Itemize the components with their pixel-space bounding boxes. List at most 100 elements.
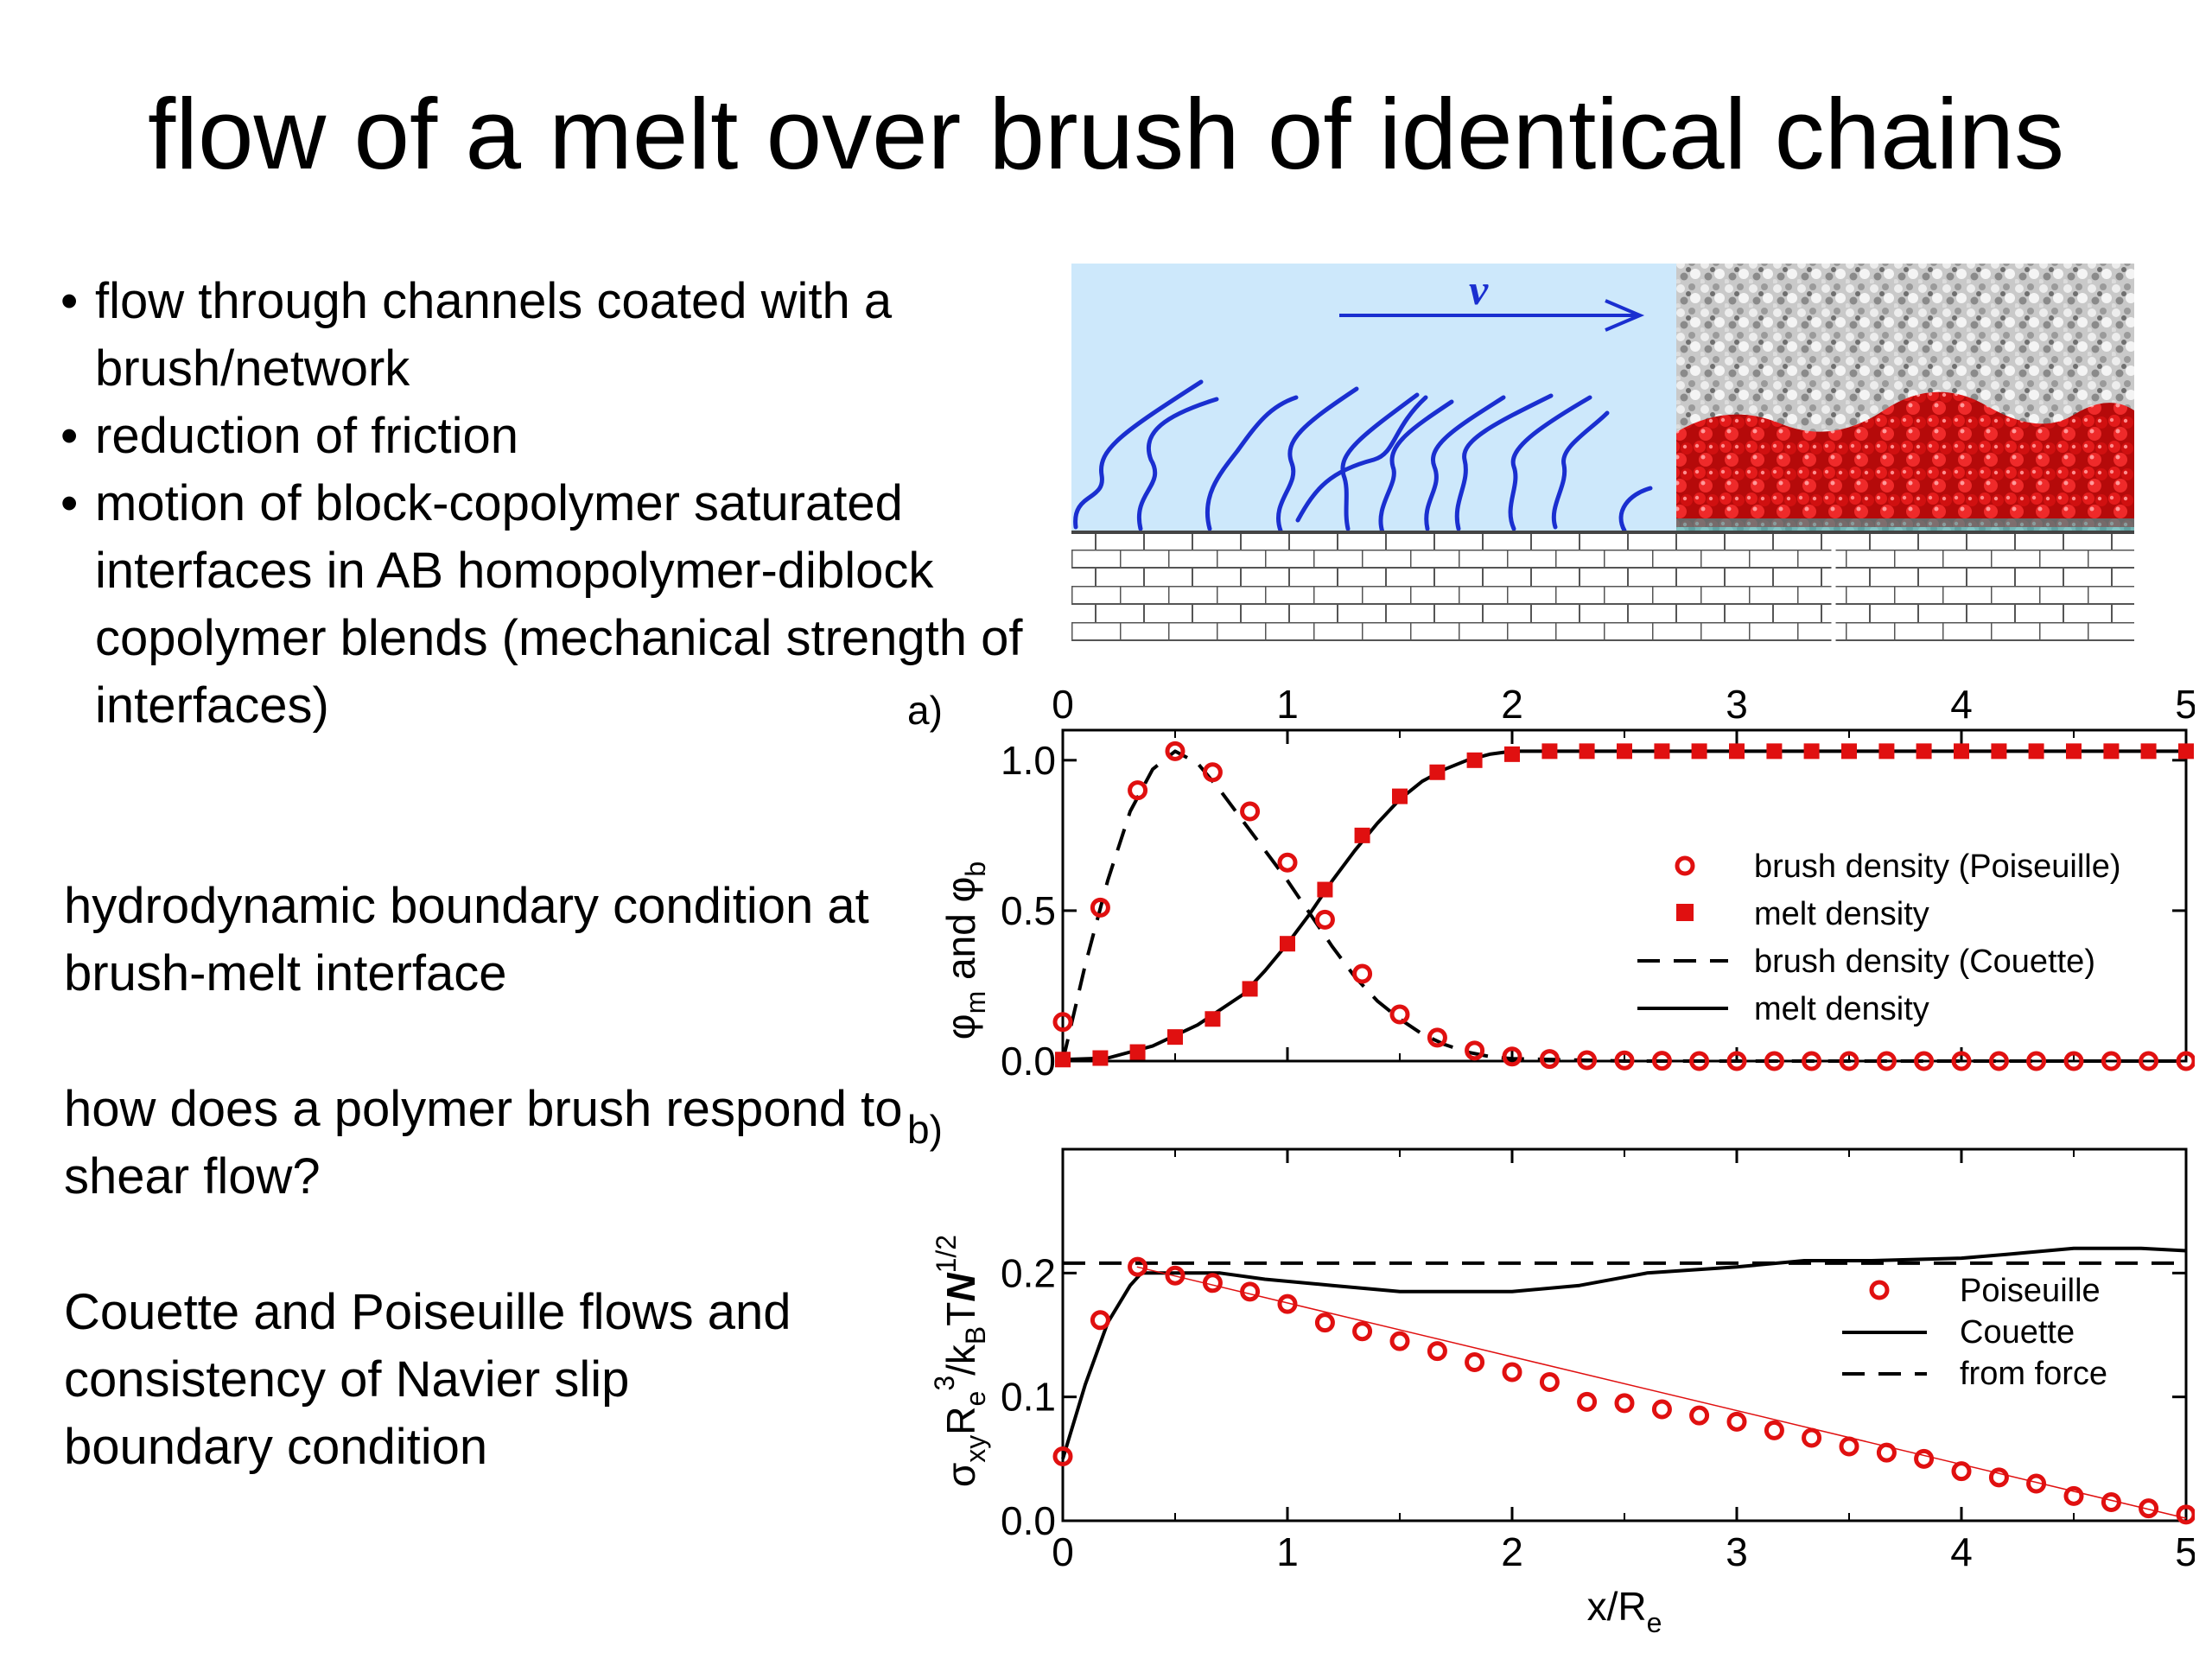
panel-a-series-0-point xyxy=(1539,1049,1560,1070)
panel-b-series-0-point xyxy=(1090,1310,1110,1331)
panel-a-series-0-point xyxy=(1651,1051,1672,1071)
panel-b-series-0-point xyxy=(2063,1485,2084,1506)
x-tick-label: 1 xyxy=(1276,1529,1299,1574)
panel-b-series-0-point xyxy=(1465,1352,1485,1373)
panel-b-series-0-point xyxy=(1577,1391,1598,1412)
legend-brush-couette-label: brush density (Couette) xyxy=(1754,944,2095,980)
paragraph-shear-question: how does a polymer brush respond to shea… xyxy=(64,1081,903,1205)
panel-b-series-0-point xyxy=(1427,1341,1447,1362)
panel-a-series-1-point xyxy=(2028,743,2044,760)
panel-b-marks xyxy=(1052,1246,2195,1525)
panel-a-series-0-point xyxy=(2101,1051,2121,1071)
x-tick-label: 4 xyxy=(1950,1529,1973,1574)
panel-a-series-1-point xyxy=(1092,1050,1109,1066)
panel-a-ylabel: φm and φb xyxy=(938,861,991,1039)
panel-a-series-1-point xyxy=(1916,743,1932,760)
y-tick-label: 0.2 xyxy=(1001,1250,1056,1295)
x-tick-label: 3 xyxy=(1726,1529,1748,1574)
x-tick-label: 0 xyxy=(1052,682,1074,727)
legend-poiseuille-marker xyxy=(1869,1280,1890,1300)
panel-a-series-1-point xyxy=(2066,743,2082,760)
panel-b-series-0-point xyxy=(2101,1492,2121,1512)
panel-b-series-0-point xyxy=(1988,1467,2009,1488)
panel-a-series-1-point xyxy=(1129,1044,1146,1060)
x-tick-label: 2 xyxy=(1501,1529,1523,1574)
bullet-item: •motion of block-copolymer saturated int… xyxy=(60,475,1023,734)
panel-a-series-0-point xyxy=(1090,897,1110,918)
panel-b-series-0-point xyxy=(1802,1427,1822,1448)
panel-b-series-0-point xyxy=(2176,1504,2195,1525)
panel-a-series-1-point xyxy=(1991,743,2007,760)
panel-b-series-0-point xyxy=(1165,1265,1185,1286)
bullet-text: motion of block-copolymer saturated inte… xyxy=(95,475,1023,734)
legend-from-force-label: from force xyxy=(1960,1356,2107,1392)
bullet-text: reduction of friction xyxy=(95,408,519,464)
grafted-chains xyxy=(1073,379,1653,535)
fluid-region xyxy=(1071,264,1676,531)
legend-melt-line-label: melt density xyxy=(1754,991,1929,1027)
panel-a-series-0-point xyxy=(1839,1051,1859,1071)
panel-a-series-0-point xyxy=(1128,780,1148,801)
panel-a-series-0-point xyxy=(1277,852,1298,873)
panel-a-series-0-point xyxy=(1764,1051,1784,1071)
x-tick-label: 0 xyxy=(1052,1529,1074,1574)
panel-b-series-0-point xyxy=(1539,1371,1560,1392)
panel-b-series-0-point xyxy=(1651,1399,1672,1420)
simulation-brush-layer xyxy=(1676,391,2134,527)
bullet-text: flow through channels coated with a brus… xyxy=(95,273,893,397)
panel-a-series-1-point xyxy=(1654,743,1670,760)
panel-b-series-0-point xyxy=(1951,1461,1972,1482)
panel-b-ylabel: σxyRe3/kBTN1/2 xyxy=(929,1235,991,1487)
y-tick-label: 1.0 xyxy=(1001,738,1056,783)
simulation-grafting-layer xyxy=(1676,518,2134,531)
panel-b-label: b) xyxy=(907,1107,943,1152)
panel-a-series-0-point xyxy=(1352,963,1373,984)
panel-a-series-0-point xyxy=(1951,1051,1972,1071)
panel-a-series-1-point xyxy=(1691,743,1707,760)
legend-melt-square-marker xyxy=(1676,904,1694,921)
y-tick-label: 0.0 xyxy=(1001,1498,1056,1543)
panel-b-series-0-point xyxy=(1052,1446,1073,1466)
panel-b-series-0-point xyxy=(1764,1420,1784,1440)
panel-a-series-0-point xyxy=(1689,1051,1710,1071)
x-tick-label: 1 xyxy=(1276,682,1299,727)
panel-a-legend: brush density (Poiseuille) melt density … xyxy=(1637,849,2121,1027)
panel-a-series-0-point xyxy=(1202,762,1223,783)
panel-b-series-0-point xyxy=(1352,1321,1373,1342)
panel-b-xlabel: x/Re xyxy=(1587,1584,1662,1638)
panel-a-series-1-point xyxy=(1205,1011,1221,1027)
x-tick-label: 4 xyxy=(1950,682,1973,727)
panel-b-series-0-point xyxy=(2026,1473,2047,1494)
panel-b-series-0-point xyxy=(1876,1442,1897,1463)
panel-b-series-0-point xyxy=(1202,1273,1223,1294)
panel-b-series-0-point xyxy=(1314,1313,1335,1333)
panel-a-series-3-line xyxy=(1062,749,2186,1062)
panel-a-series-1-point xyxy=(1954,743,1969,760)
velocity-label: v xyxy=(1469,265,1489,314)
x-tick-label: 3 xyxy=(1726,682,1748,727)
panel-a-series-0-point xyxy=(1165,741,1185,761)
velocity-arrow: v xyxy=(1339,265,1645,332)
panel-a-series-0-point xyxy=(1614,1050,1635,1071)
panel-a-series-1-point xyxy=(1429,764,1446,780)
bullet-item: •flow through channels coated with a bru… xyxy=(60,273,893,397)
panel-a-series-0-point xyxy=(1240,801,1261,822)
slide-title: flow of a melt over brush of identical c… xyxy=(148,78,2064,190)
panel-b-series-0-point xyxy=(1914,1448,1935,1469)
panel-a-series-0-point xyxy=(1726,1051,1747,1071)
bullet-item: •reduction of friction xyxy=(60,408,519,464)
panel-a-series-1-point xyxy=(1766,743,1783,760)
panel-b-series-0-point xyxy=(1240,1281,1261,1302)
x-tick-label: 2 xyxy=(1501,682,1523,727)
panel-a-series-0-point xyxy=(1802,1051,1822,1071)
panel-a-series-0-point xyxy=(2063,1051,2084,1071)
brush-flow-schematic: v xyxy=(1071,264,2134,641)
panel-a-frame xyxy=(1061,728,2188,1063)
legend-melt-square-label: melt density xyxy=(1754,896,1929,932)
panel-a-series-1-point xyxy=(1167,1029,1183,1046)
panel-a-series-0-point xyxy=(1914,1051,1935,1071)
panel-a-series-2-line xyxy=(1061,749,2186,1063)
